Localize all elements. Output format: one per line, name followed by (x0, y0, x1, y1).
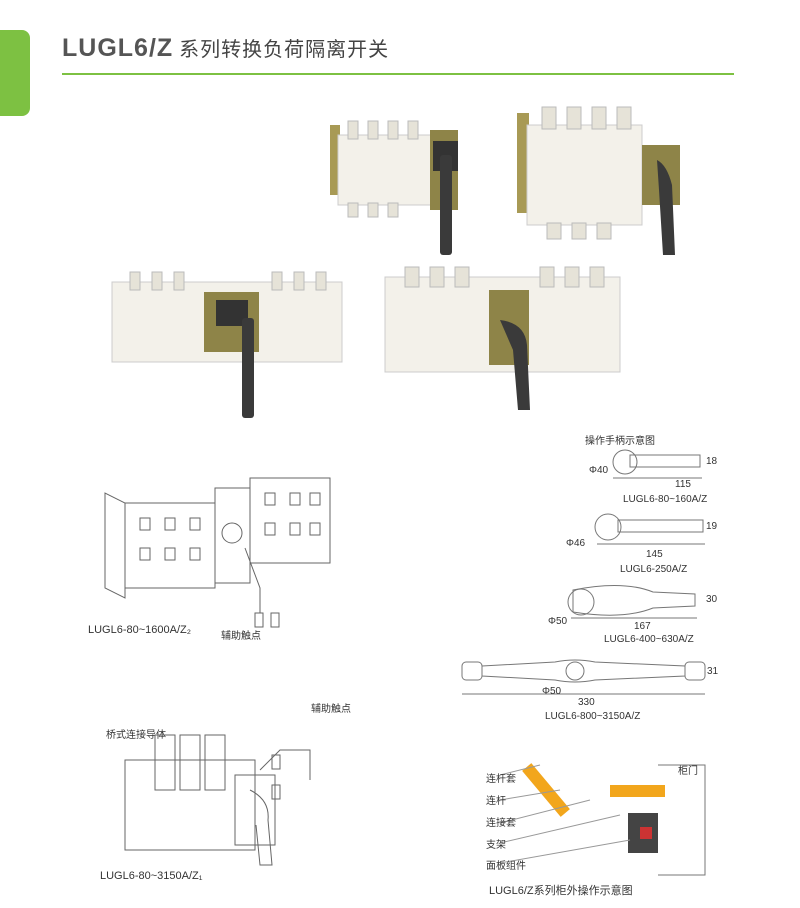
handle2-length: 145 (646, 549, 663, 560)
assembly1-aux-label: 辅助触点 (221, 631, 261, 642)
handle3-length: 167 (634, 621, 651, 632)
panel-label: 面板组件 (486, 861, 526, 872)
handle-drawing-2 (594, 513, 705, 545)
rod-sleeve-label: 连杆套 (486, 774, 516, 785)
handle2-model: LUGL6-250A/Z (620, 564, 688, 575)
handle-drawing-3 (567, 585, 697, 619)
handle4-height: 31 (707, 666, 719, 677)
connector-label: 连接套 (486, 818, 516, 829)
handle2-height: 19 (706, 521, 718, 532)
handle-title: 操作手柄示意图 (585, 436, 655, 447)
title-rule (62, 73, 734, 75)
assembly-drawing-1 (104, 477, 331, 628)
handle4-diameter: Φ50 (542, 686, 562, 697)
section-tab (0, 30, 30, 116)
handle-drawing-1 (612, 449, 702, 479)
cabinet-title: LUGL6/Z系列柜外操作示意图 (489, 885, 633, 897)
assembly2-model: LUGL6-80~3150A/Z₁ (100, 870, 203, 882)
handle1-diameter: Φ40 (589, 465, 609, 476)
product-photo-1 (330, 120, 458, 255)
handle3-model: LUGL6-400~630A/Z (604, 634, 694, 645)
page-subtitle: 系列转换负荷隔离开关 (179, 39, 390, 61)
handle1-length: 115 (675, 479, 691, 490)
handle1-height: 18 (706, 456, 718, 467)
handle2-diameter: Φ46 (566, 538, 586, 549)
rod-label: 连杆 (486, 796, 506, 807)
product-photo-2 (517, 106, 680, 255)
assembly2-bridge-label: 桥式连接导体 (106, 730, 166, 741)
handle3-diameter: Φ50 (548, 616, 568, 627)
bracket-label: 支架 (486, 840, 506, 851)
model-name: LUGL6/Z (62, 34, 174, 62)
handle-drawing-4 (461, 659, 706, 695)
handle4-model: LUGL6-800~3150A/Z (545, 711, 641, 722)
product-photo-3 (111, 271, 343, 418)
handle4-length: 330 (578, 697, 595, 708)
cabinet-door-label: 柜门 (678, 766, 698, 777)
assembly-drawing-2 (124, 734, 311, 866)
assembly1-model: LUGL6-80~1600A/Z₂ (88, 624, 192, 636)
handle1-model: LUGL6-80~160A/Z (623, 494, 708, 505)
cabinet-drawing (499, 763, 706, 876)
handle3-height: 30 (706, 594, 718, 605)
product-photo-4 (384, 266, 621, 410)
assembly2-aux-label: 辅助触点 (311, 704, 351, 715)
